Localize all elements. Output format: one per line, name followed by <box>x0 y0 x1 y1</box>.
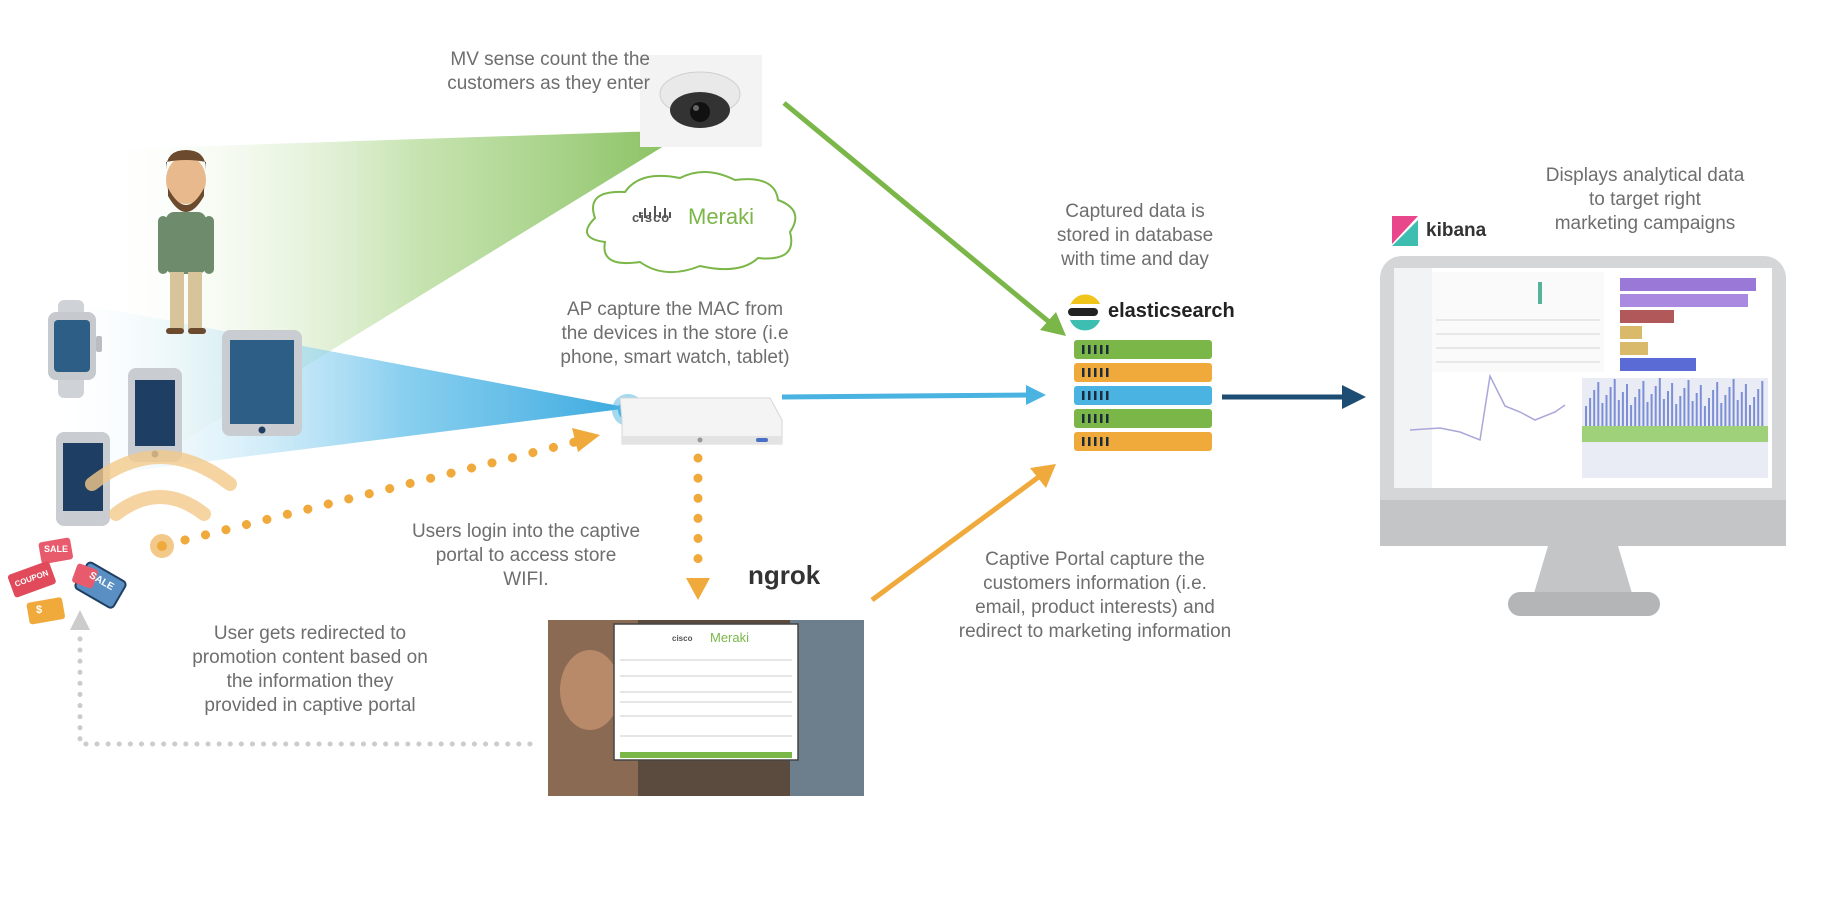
kibana-bar <box>1620 278 1756 291</box>
kibana-bar <box>1620 310 1674 323</box>
ngrok-label: ngrok <box>748 560 821 590</box>
smartwatch-icon <box>48 300 102 398</box>
portal-cisco-label: cisco <box>672 634 693 643</box>
portal-to-elastic-arrow <box>870 473 1042 603</box>
db-row-slot <box>1082 368 1085 377</box>
db-row-slot <box>1094 414 1097 423</box>
cisco-label: cisco <box>632 210 671 225</box>
kibana-bar <box>1620 358 1696 371</box>
elasticsearch-label: elasticsearch <box>1108 300 1235 322</box>
kibana-bar <box>1620 342 1648 355</box>
meraki-cloud-icon <box>586 171 797 274</box>
db-row-slot <box>1088 368 1091 377</box>
kibana-bar <box>1620 326 1642 339</box>
phone-icon <box>128 368 182 462</box>
elasticsearch-logo-icon <box>1068 294 1100 331</box>
db-row-slot <box>1088 437 1091 446</box>
db-row-slot <box>1106 345 1109 354</box>
elasticsearch-stack <box>1074 340 1212 451</box>
coupon-label-dollar: $ <box>36 604 43 616</box>
cisco-bars-icon <box>639 206 671 218</box>
db-row-slot <box>1106 391 1109 400</box>
db-row-slot <box>1094 437 1097 446</box>
caption-users-login: Users login into the captive portal to a… <box>411 521 641 590</box>
db-row-slot <box>1082 391 1085 400</box>
db-row-slot <box>1100 414 1103 423</box>
caption-kibana: Displays analytical data to target right… <box>1545 165 1745 234</box>
db-row-slot <box>1100 368 1103 377</box>
kibana-label: kibana <box>1426 220 1487 241</box>
coupons-icon <box>7 537 127 625</box>
db-row-4 <box>1074 409 1212 428</box>
kibana-bars <box>1620 278 1756 371</box>
db-row-slot <box>1082 437 1085 446</box>
caption-redirected: User gets redirected to promotion conten… <box>192 623 428 716</box>
db-row-slot <box>1100 437 1103 446</box>
db-row-slot <box>1106 368 1109 377</box>
wifi-to-ap-dotted <box>180 437 580 545</box>
camera-to-elastic-arrow <box>782 101 1056 328</box>
kibana-logo-icon <box>1392 216 1418 246</box>
db-row-slot <box>1100 391 1103 400</box>
db-row-slot <box>1082 345 1085 354</box>
access-point-icon <box>612 394 783 445</box>
db-row-5 <box>1074 432 1212 451</box>
wifi-icon <box>85 450 237 558</box>
captive-portal-screenshot <box>548 620 864 796</box>
caption-captured-data: Captured data is stored in database with… <box>1056 201 1214 270</box>
person-icon <box>158 150 214 334</box>
portal-meraki-label: Meraki <box>710 630 750 645</box>
db-row-slot <box>1088 391 1091 400</box>
kibana-bar <box>1620 294 1748 307</box>
coupon-label-sale: SALE <box>44 544 69 554</box>
meraki-label: Meraki <box>688 204 755 229</box>
tablet-icon <box>222 330 302 436</box>
db-row-slot <box>1094 345 1097 354</box>
db-row-slot <box>1088 345 1091 354</box>
db-row-slot <box>1106 414 1109 423</box>
db-row-slot <box>1082 414 1085 423</box>
db-row-slot <box>1100 345 1103 354</box>
caption-captive-portal: Captive Portal capture the customers inf… <box>958 549 1232 642</box>
ap-cone <box>60 300 630 480</box>
kibana-dashboard <box>1394 268 1768 488</box>
db-row-2 <box>1074 363 1212 382</box>
caption-ap-capture: AP capture the MAC from the devices in t… <box>560 299 790 368</box>
caption-mv-sense: MV sense count the the customers as they… <box>447 49 650 94</box>
db-row-3 <box>1074 386 1212 405</box>
db-row-slot <box>1106 437 1109 446</box>
db-row-slot <box>1094 391 1097 400</box>
camera-icon <box>640 55 762 147</box>
db-row-slot <box>1094 368 1097 377</box>
db-row-1 <box>1074 340 1212 359</box>
ap-to-elastic-arrow <box>781 392 1031 400</box>
db-row-slot <box>1088 414 1091 423</box>
